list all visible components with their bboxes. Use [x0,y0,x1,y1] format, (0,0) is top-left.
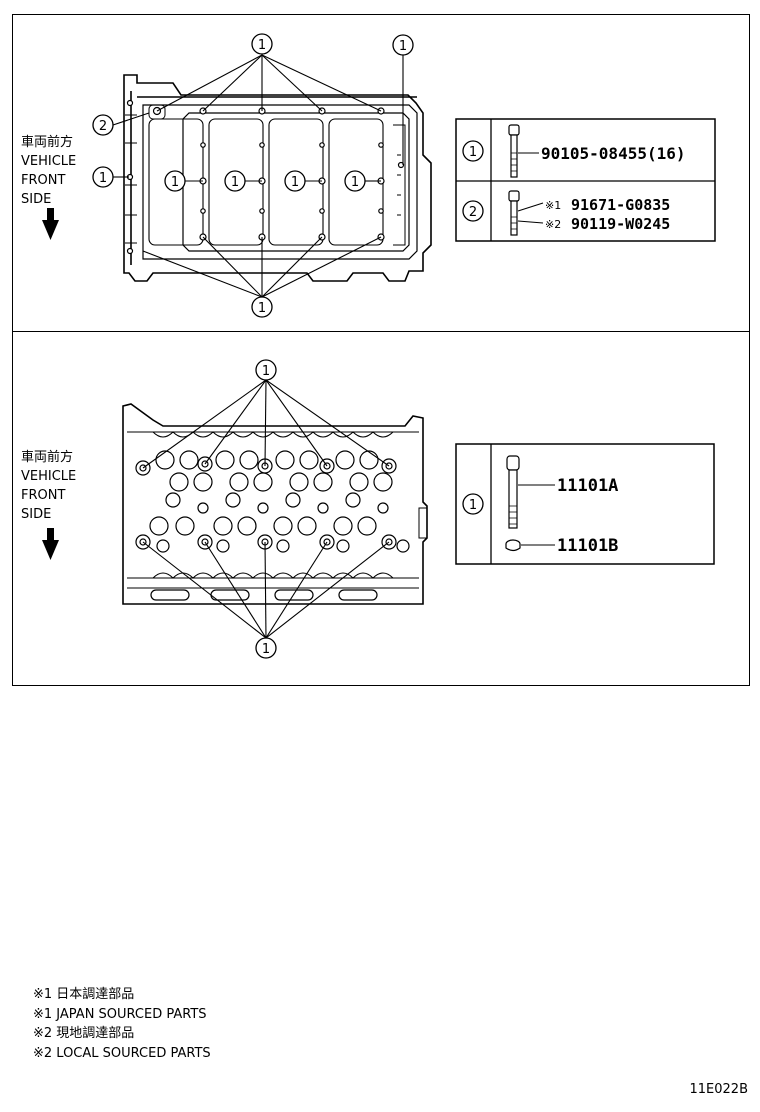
mark-1: ※1 [545,199,561,212]
callout-1-bottom: 1 [251,296,273,318]
part-number-91671: 91671-G0835 [571,196,670,214]
direction-label-line3: SIDE [21,192,52,207]
head-ports [149,450,410,553]
top-parts-table: 1 90105-08455(16) 2 ※1 91671-G0835 ※2 90… [455,118,716,242]
part-number-90119: 90119-W0245 [571,215,670,233]
svg-text:2: 2 [469,205,477,220]
svg-text:2: 2 [99,119,107,134]
callout-circles: 1 1 2 1 1 1 1 1 1 [92,33,414,318]
front-arrow-icon-2 [42,528,59,560]
head-bolt-icon [506,455,520,529]
callout-2-left: 2 [92,114,114,136]
drawing-code: 11E022B [689,1082,749,1097]
direction-label-line2: FRONT [21,488,66,503]
top-diagram-panel: 車両前方 VEHICLE FRONT SIDE [12,14,750,332]
svg-text:1: 1 [469,145,477,160]
svg-text:1: 1 [351,175,359,190]
bottom-parts-table: 1 11101A 11101B [455,443,715,565]
vehicle-front-side-label: 車両前方 VEHICLE FRONT SIDE [21,133,76,209]
callout-1-head-bottom: 1 [255,637,277,659]
cylinder-head-drawing: 1 1 1 11101A 11101B [42,359,715,659]
callout-1-bore-1: 1 [164,170,186,192]
callout-1-top: 1 [251,33,273,55]
direction-label-line1: VEHICLE [21,154,77,169]
bottom-diagram-panel: 車両前方 VEHICLE FRONT SIDE [12,331,750,686]
direction-label-line2: FRONT [21,173,66,188]
legend-line-3: ※2 現地調達部品 [33,1026,135,1041]
cam-housing-drawing: 1 1 2 1 1 1 1 1 1 1 90105-08455(16) 2 [42,33,716,318]
leader-lines [112,54,404,298]
legend-line-4: ※2 LOCAL SOURCED PARTS [33,1045,211,1061]
bolt-short-icon [508,190,520,236]
svg-text:1: 1 [291,175,299,190]
callout-1-right-top: 1 [392,34,414,56]
front-arrow-icon [42,208,59,240]
table-row-2-ref: 2 [462,200,484,222]
direction-label-line1: VEHICLE [21,469,77,484]
svg-text:1: 1 [469,498,477,513]
direction-label-line3: SIDE [21,507,52,522]
svg-text:1: 1 [399,39,407,54]
part-number-11101b: 11101B [557,536,618,556]
callout-1-left: 1 [92,166,114,188]
bolt-holes [126,99,405,255]
legend-line-2: ※1 JAPAN SOURCED PARTS [33,1006,207,1022]
washer-icon [505,539,521,552]
table-row-1-ref: 1 [462,140,484,162]
svg-text:1: 1 [171,175,179,190]
vehicle-front-side-label-2: 車両前方 VEHICLE FRONT SIDE [21,448,76,524]
svg-text:1: 1 [262,364,270,379]
callout-1-bore-2: 1 [224,170,246,192]
svg-text:1: 1 [258,38,266,53]
callout-circles-2: 1 1 [255,359,277,659]
sourcing-legend: ※1 日本調達部品 ※1 JAPAN SOURCED PARTS ※2 現地調達… [33,985,211,1063]
svg-text:1: 1 [258,301,266,316]
legend-line-1: ※1 日本調達部品 [33,987,135,1002]
leader-lines-2 [142,379,390,639]
mark-2: ※2 [545,218,561,231]
part-number-11101a: 11101A [557,476,618,496]
callout-1-head-top: 1 [255,359,277,381]
svg-text:1: 1 [99,171,107,186]
svg-text:1: 1 [262,642,270,657]
cylinder-head-outline [122,403,428,605]
callout-1-bore-4: 1 [344,170,366,192]
bolt-long-icon [508,124,520,178]
bottom-table-ref: 1 [462,493,484,515]
direction-label-jp: 車両前方 [21,450,74,465]
svg-text:1: 1 [231,175,239,190]
part-number-90105: 90105-08455(16) [541,144,686,163]
direction-label-jp: 車両前方 [21,135,74,150]
callout-1-bore-3: 1 [284,170,306,192]
